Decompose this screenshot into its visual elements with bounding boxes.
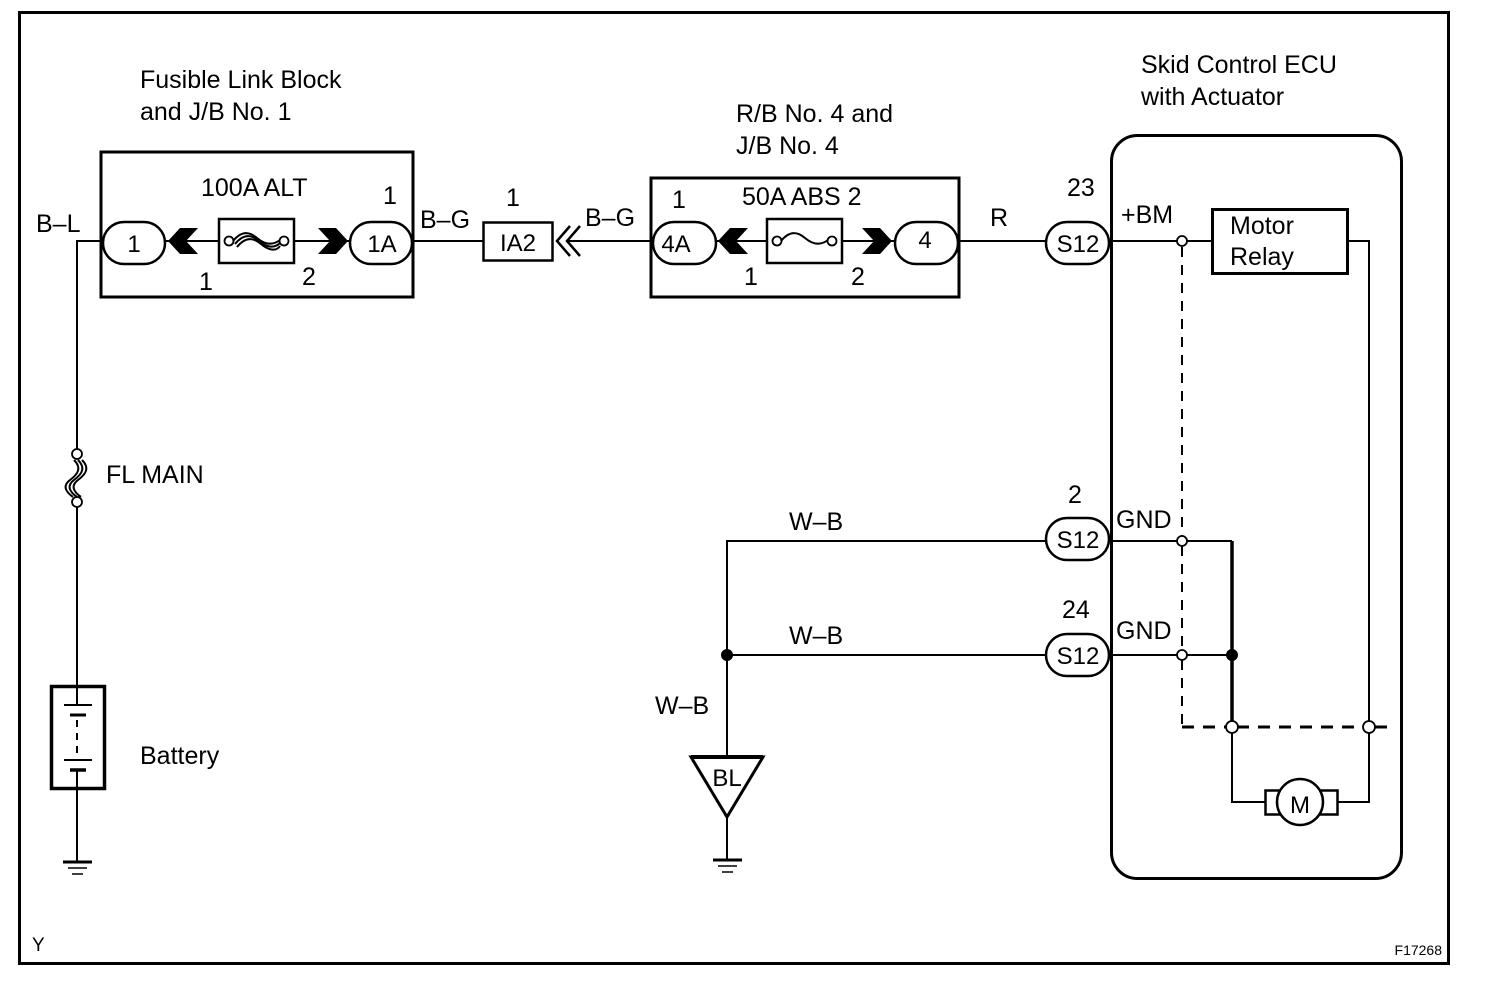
motor-icon: M: [1264, 777, 1339, 827]
connector-s12-23: [1044, 220, 1111, 266]
terminal-arrow-icon: [862, 228, 892, 254]
relay-block-4: R/B No. 4 and J/B No. 4 1 50A ABS 2 4A 4…: [649, 100, 961, 299]
ia2-label: IA2: [500, 230, 536, 257]
connector-s12-2: [1044, 516, 1111, 562]
connector-4: [893, 220, 960, 266]
connector-4a-label: 4A: [661, 231, 690, 258]
ground-point-label: BL: [712, 765, 741, 792]
ecu-pin-24: 24: [1062, 596, 1090, 624]
wire-color-wb-2: W–B: [789, 622, 843, 650]
connector-s12-label: S12: [1057, 231, 1100, 258]
junction-connector-ia2: 1 IA2: [482, 184, 581, 262]
connector-4-label: 4: [918, 227, 931, 254]
relay-block-box: [649, 176, 961, 299]
fusible-block-box: [99, 150, 415, 299]
chevron-left-icon: [555, 225, 571, 257]
motor-relay-label-1: Motor: [1230, 212, 1294, 240]
fusible-link-block: Fusible Link Block and J/B No. 1 100A AL…: [99, 66, 415, 299]
motor-relay: [1211, 208, 1349, 275]
ecu-title-1: Skid Control ECU: [1141, 51, 1337, 79]
connector-1a: [348, 220, 414, 266]
wire-wb-1: [726, 540, 1046, 756]
connector-s12-label: S12: [1057, 643, 1100, 670]
fl-main-label: FL MAIN: [106, 461, 204, 489]
wire-color-bg-2: B–G: [585, 204, 635, 232]
ecu-box: [1110, 134, 1403, 880]
motor-label: M: [1290, 792, 1310, 819]
connector-1a-label: 1A: [367, 231, 396, 258]
ground-icon: [63, 788, 92, 875]
relay-block-title-1: R/B No. 4 and: [736, 100, 893, 128]
fusible-block-title-1: Fusible Link Block: [140, 66, 342, 94]
terminal-arrow-icon: [318, 228, 348, 254]
ecu-pin-23: 23: [1067, 174, 1095, 202]
fuse-pin-1: 1: [199, 268, 213, 296]
diagram-frame: [18, 11, 1450, 965]
battery-label: Battery: [140, 742, 220, 770]
ia2-pin: 1: [506, 184, 520, 212]
figure-code: F17268: [1395, 942, 1443, 958]
fuse-pin-2: 2: [302, 263, 316, 291]
wire-relay-motor: [1337, 240, 1370, 803]
wire-color-wb-3: W–B: [655, 692, 709, 720]
wire-bl: [76, 240, 103, 452]
ecu-title-2: with Actuator: [1140, 83, 1284, 111]
splice-point: [721, 649, 733, 661]
connector-s12-label: S12: [1057, 527, 1100, 554]
ecu-pin-2: 2: [1068, 481, 1082, 509]
terminal-arrow-icon: [718, 228, 748, 254]
fuse-pin-1: 1: [744, 263, 758, 291]
connector-4a: [651, 220, 718, 266]
fusible-block-title-2: and J/B No. 1: [140, 98, 291, 126]
connector-4a-pin: 1: [672, 186, 686, 214]
skid-control-ecu: Skid Control ECU with Actuator 23 S12 +B…: [1044, 51, 1403, 880]
connector-1-label: 1: [127, 231, 140, 258]
terminal-bm: +BM: [1121, 201, 1173, 229]
wire-color-bg-1: B–G: [420, 206, 470, 234]
ground-icon: [713, 858, 742, 873]
connector-1: [101, 220, 167, 266]
fl-main-fuse: FL MAIN: [64, 448, 204, 508]
ground-point-bl: BL: [688, 755, 766, 873]
motor-relay-label-2: Relay: [1230, 243, 1294, 271]
terminal-gnd-2: GND: [1116, 617, 1172, 645]
terminal-arrow-icon: [168, 228, 198, 254]
wire-color-bl: B–L: [36, 210, 81, 238]
fuse-50a-label: 50A ABS 2: [742, 183, 862, 211]
fuse-pin-2: 2: [851, 263, 865, 291]
fuse-100a-label: 100A ALT: [201, 174, 308, 202]
wire-color-wb-1: W–B: [789, 508, 843, 536]
fusible-link-icon: [68, 459, 84, 498]
relay-block-title-2: J/B No. 4: [736, 132, 839, 160]
corner-label: Y: [32, 935, 45, 956]
battery: Battery: [49, 684, 220, 791]
wire-color-r: R: [990, 204, 1008, 232]
terminal-gnd-1: GND: [1116, 506, 1172, 534]
connector-1a-pin: 1: [383, 182, 397, 210]
